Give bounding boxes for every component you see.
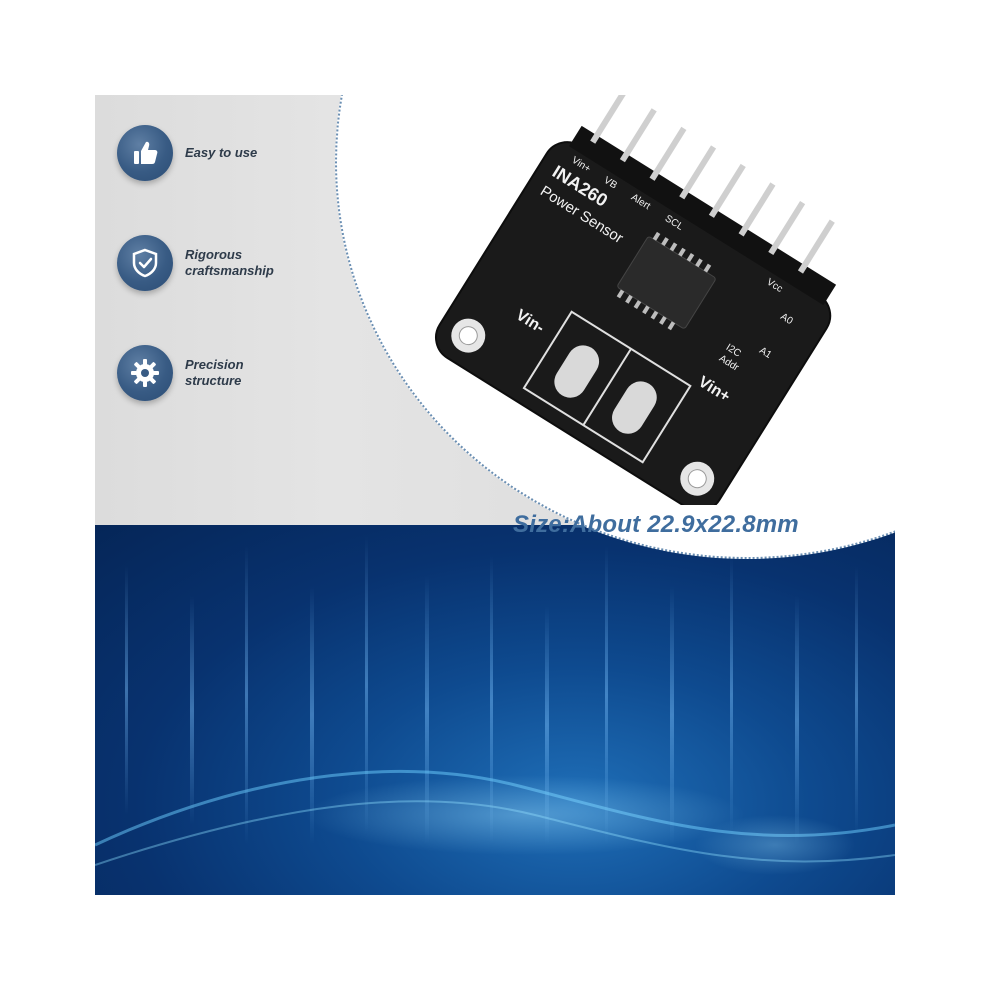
- feature-easy-to-use: Easy to use: [117, 125, 257, 181]
- feature-label: Precision structure: [185, 357, 244, 388]
- blue-tech-background: [95, 525, 895, 895]
- shield-check-icon: [117, 235, 173, 291]
- light-streaks: [95, 535, 895, 875]
- ina260-chip: [617, 236, 716, 329]
- terminal-pad: [554, 345, 600, 398]
- header-pins: [590, 95, 835, 274]
- feature-precision-structure: Precision structure: [117, 345, 244, 401]
- feature-rigorous-craftsmanship: Rigorous craftsmanship: [117, 235, 274, 291]
- size-caption: Size:About 22.9x22.8mm: [513, 511, 799, 538]
- thumbs-up-icon: [117, 125, 173, 181]
- gear-icon: [117, 345, 173, 401]
- terminal-pad: [612, 381, 657, 434]
- pcb: [435, 141, 832, 505]
- ina260-board: INA260 Power Sensor Vin+ VB Alert SCL Vc…: [435, 95, 837, 505]
- feature-label: Rigorous craftsmanship: [185, 247, 274, 278]
- feature-label: Easy to use: [185, 145, 258, 160]
- product-image: Easy to use Rigorous craftsmanship: [95, 95, 895, 895]
- pin-header: [568, 125, 837, 306]
